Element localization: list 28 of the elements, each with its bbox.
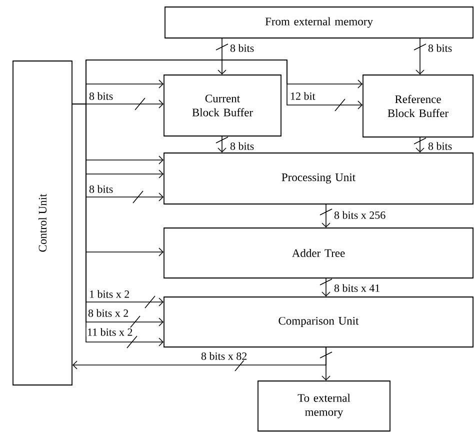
block-box: Comparison Unit — [164, 296, 474, 348]
edge-label: 11 bits x 2 — [86, 328, 134, 336]
arrow — [216, 38, 228, 75]
block-box: Current Block Buffer — [164, 74, 282, 136]
arrow — [216, 136, 228, 153]
edge-label: 8 bits — [88, 92, 114, 100]
block-box: From external memory — [164, 6, 474, 38]
edge-label: 8 bits — [229, 142, 255, 150]
arrow — [414, 137, 426, 153]
arrow — [414, 38, 426, 75]
edge-label: 8 bits x 256 — [333, 210, 386, 220]
block-box: Adder Tree — [164, 228, 474, 278]
edge-label: 8 bits x 2 — [87, 308, 130, 318]
edge-label: 8 bits — [427, 142, 453, 150]
edge-label: 1 bits x 2 — [88, 290, 130, 298]
block-box: Processing Unit — [164, 152, 474, 204]
block-box: Reference Block Buffer — [362, 74, 474, 138]
block-box: To external memory — [258, 380, 390, 432]
edge-label: 12 bit — [289, 92, 316, 100]
arrow — [320, 347, 332, 381]
block-box: Control Unit — [12, 60, 72, 386]
arrow — [320, 204, 332, 228]
edge-label: 8 bits x 41 — [333, 284, 381, 292]
arrow — [320, 278, 332, 297]
edge-label: 8 bits x 82 — [200, 352, 248, 360]
edge-label: 8 bits — [427, 44, 453, 52]
edge-label: 8 bits — [229, 44, 255, 52]
edge-label: 8 bits — [88, 184, 114, 194]
